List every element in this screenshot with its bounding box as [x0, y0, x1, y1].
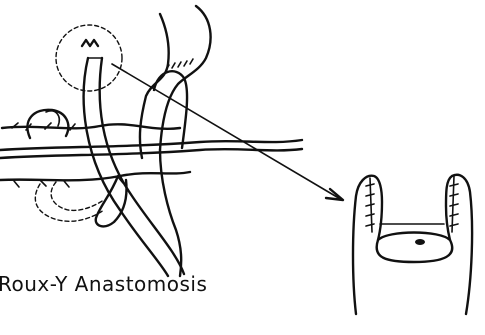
drainage-tube [84, 58, 184, 276]
gastric-pouch [140, 6, 211, 158]
jejunal-loop [27, 110, 68, 138]
detail-suture-marks [82, 40, 102, 58]
figure-caption: Roux-Y Anastomosis [0, 272, 207, 296]
lumen-dot [415, 239, 425, 245]
dashed-jejunal-limb-inner [51, 182, 104, 210]
roux-limb-lower [96, 176, 127, 226]
colon-band [0, 123, 302, 187]
anastomosis-detail [353, 175, 472, 314]
zoom-arrow [112, 64, 343, 200]
dashed-jejunal-limb [35, 184, 104, 221]
efferent-limb [160, 150, 181, 276]
